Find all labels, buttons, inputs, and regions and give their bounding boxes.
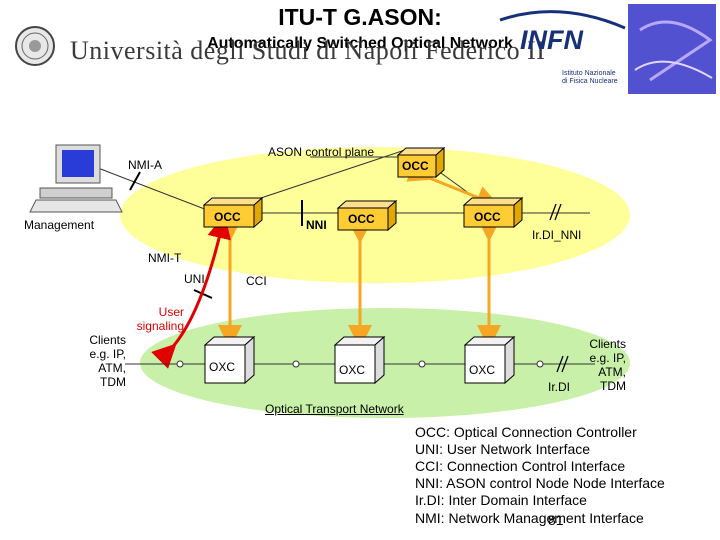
transport-node-2 bbox=[292, 360, 300, 368]
occ-box-shape-3 bbox=[462, 196, 524, 229]
management-label: Management bbox=[24, 218, 95, 232]
management-computer-icon bbox=[29, 144, 123, 213]
user-signaling-label: User signaling bbox=[136, 305, 184, 333]
transport-node-1 bbox=[176, 360, 184, 368]
domain-break-icon bbox=[549, 203, 569, 373]
occ-label-1: OCC bbox=[214, 210, 241, 224]
nmia-tick bbox=[129, 171, 141, 191]
oxc-label-3: OXC bbox=[469, 363, 496, 377]
oxc-box-shape-3 bbox=[463, 335, 516, 385]
legend-nmi: NMI: Network Management Interface bbox=[415, 510, 644, 526]
oxc-box-shape-1 bbox=[203, 335, 256, 385]
infn-subtitle: Istituto Nazionale di Fisica Nucleare bbox=[562, 70, 618, 85]
slide-title: ITU-T G.ASON: bbox=[278, 4, 442, 30]
transport-node-3 bbox=[418, 360, 426, 368]
cci-label: CCI bbox=[246, 274, 267, 288]
infn-swoosh-icon bbox=[499, 10, 626, 30]
occ-label-2: OCC bbox=[348, 212, 375, 226]
occ-box-shape-top bbox=[396, 146, 446, 179]
nmi-a-label: NMI-A bbox=[128, 158, 162, 172]
uni-label: UNI bbox=[184, 272, 205, 286]
legend-uni: UNI: User Network Interface bbox=[415, 441, 591, 457]
nmia-link bbox=[97, 167, 216, 214]
infn-logo: INFN bbox=[520, 25, 583, 55]
university-seal-icon bbox=[15, 26, 55, 66]
control-link-occ1-top bbox=[239, 149, 406, 206]
oxc-label-2: OXC bbox=[339, 363, 366, 377]
legend-irdi: Ir.DI: Inter Domain Interface bbox=[415, 492, 587, 508]
nmi-t-label: NMI-T bbox=[148, 251, 182, 265]
clients-left-label: Clients e.g. IP, ATM, TDM bbox=[89, 333, 126, 389]
occ-box-shape-1 bbox=[202, 196, 264, 229]
university-logo: Università degli Studi di Napoli Federic… bbox=[70, 36, 546, 65]
irdi-nni-label: Ir.DI_NNI bbox=[532, 228, 582, 242]
occ-label-3: OCC bbox=[474, 210, 501, 224]
oxc-label-1: OXC bbox=[209, 360, 236, 374]
irdi-label: Ir.DI bbox=[548, 380, 571, 394]
occ-box-shape-2 bbox=[336, 199, 398, 232]
nni-label: NNI bbox=[306, 218, 327, 232]
oxc-box-shape-2 bbox=[333, 335, 386, 385]
occ-label-top: OCC bbox=[402, 159, 429, 173]
legend-nni: NNI: ASON control Node Node Interface bbox=[415, 475, 665, 491]
transport-node-4 bbox=[536, 360, 544, 368]
control-plane-label: ASON control plane bbox=[268, 145, 375, 159]
user-signaling-arrow bbox=[151, 214, 231, 369]
slide-subtitle: Automatically Switched Optical Network bbox=[207, 35, 513, 52]
clients-right-label: Clients e.g. IP, ATM, TDM bbox=[589, 337, 626, 393]
infn-image-icon bbox=[628, 4, 716, 94]
transport-plane-ellipse bbox=[140, 308, 630, 418]
legend-occ: OCC: Optical Connection Controller bbox=[415, 424, 637, 440]
legend-cci: CCI: Connection Control Interface bbox=[415, 458, 626, 474]
page-number: 81 bbox=[548, 512, 564, 528]
transport-network-label: Optical Transport Network bbox=[265, 402, 404, 416]
